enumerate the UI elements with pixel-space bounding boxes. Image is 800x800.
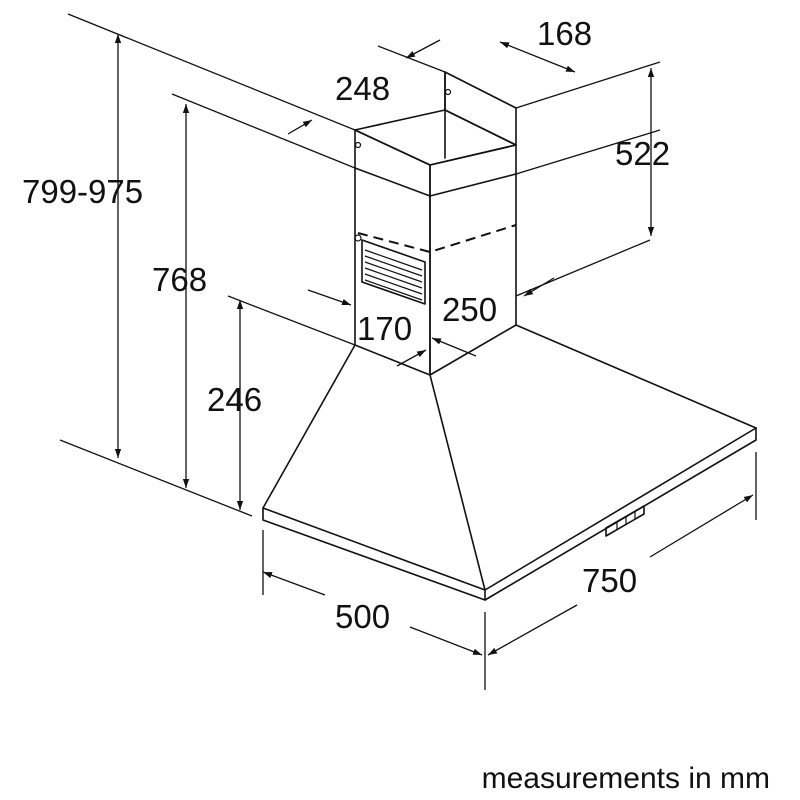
arrow-250-left [431, 337, 477, 357]
caption: measurements in mm [482, 762, 770, 795]
arrow-250-right [523, 277, 555, 297]
label-chimney-inner-height: 522 [615, 135, 670, 172]
dimension-arrows [114, 34, 754, 656]
arrow-canopy-depth-right [409, 626, 483, 656]
label-chimney-depth-upper: 248 [335, 70, 390, 107]
arrow-168-right [499, 41, 576, 73]
chimney-cover [354, 109, 517, 376]
canopy [262, 324, 757, 601]
label-chimney-width-lower: 170 [357, 310, 412, 347]
label-chimney-width-upper: 168 [537, 15, 592, 52]
control-panel-buttons [605, 505, 645, 537]
label-chimney-total-height: 768 [152, 261, 207, 298]
label-canopy-depth: 500 [335, 598, 390, 635]
arrow-canopy-width-left [487, 604, 578, 656]
arrow-170-right [396, 349, 427, 367]
dimension-labels: 799-975 248 168 522 768 246 170 250 500 … [22, 15, 670, 635]
arrow-canopy-depth-left [262, 571, 326, 596]
label-canopy-width: 750 [582, 562, 637, 599]
vent-grille [361, 239, 426, 305]
label-total-height: 799-975 [22, 173, 143, 210]
label-canopy-height: 246 [207, 381, 262, 418]
label-chimney-depth-lower: 250 [442, 291, 497, 328]
arrow-canopy-width-right [649, 494, 754, 558]
arrow-170-left [307, 289, 352, 306]
arrow-248-left [287, 119, 313, 135]
arrow-168-left [405, 39, 441, 59]
